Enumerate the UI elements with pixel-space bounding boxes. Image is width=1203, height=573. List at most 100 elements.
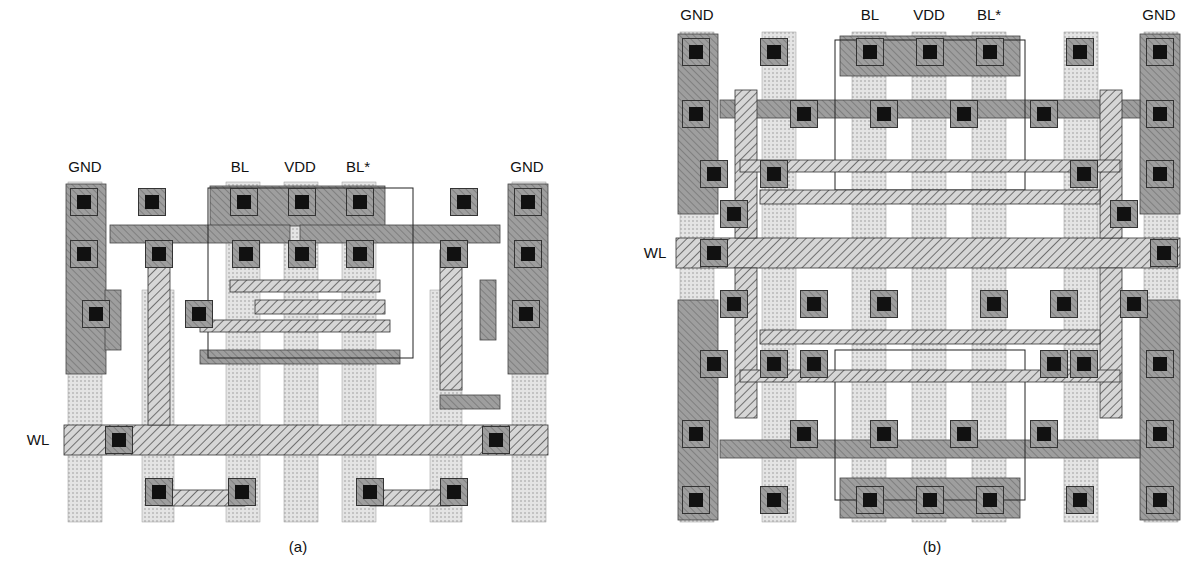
contacts-part [347,241,374,268]
polysilicon-part [148,255,170,425]
contacts-part [513,301,540,328]
cell-outline [208,188,413,358]
contacts-part [791,421,818,448]
polysilicon-part [230,280,380,292]
contacts-part [1031,101,1058,128]
metal-part [720,100,1140,118]
contacts-part [981,291,1008,318]
contacts-part [761,161,788,188]
contacts-part [146,479,173,506]
metal-part [110,225,290,243]
contacts-part [1111,201,1138,228]
polysilicon-part [440,250,462,390]
contacts-part [761,351,788,378]
metal-part [200,350,400,364]
rail-label: VDD [284,158,316,176]
contacts-part [71,241,98,268]
metal-part [440,395,500,409]
polysilicon-part [200,320,390,332]
contacts-part [1121,291,1148,318]
contacts-part [289,189,316,216]
contacts-part [1147,351,1174,378]
contacts-part [683,101,710,128]
contacts-part [451,189,478,216]
metal-part [1140,300,1180,520]
contacts-part [515,241,542,268]
signal-label: BL [861,6,879,24]
contacts-part [186,301,213,328]
contacts-part [106,427,133,454]
contacts-part [1147,39,1174,66]
polysilicon-part [676,238,1180,268]
contacts-part [515,189,542,216]
rail-label: VDD [913,6,945,24]
contacts-part [1151,240,1178,267]
metal-part [210,186,385,226]
contacts-part [871,101,898,128]
contacts-part [231,189,258,216]
contacts-part [483,427,510,454]
contacts-part [977,39,1004,66]
polysilicon-part [760,190,1100,204]
contacts-part [1147,161,1174,188]
contacts-part [1071,161,1098,188]
contacts-part [791,101,818,128]
contacts-part [357,479,384,506]
contacts-part [1147,101,1174,128]
polysilicon [676,90,1180,418]
contacts-part [347,189,374,216]
rail-label: GND [68,158,101,176]
contacts-part [229,479,256,506]
contacts-part [1147,487,1174,514]
contacts-part [83,301,110,328]
polysilicon-part [64,425,548,455]
contacts-part [871,421,898,448]
metal-part [508,184,548,374]
sram-layout-a [64,182,548,522]
signal-label: WL [644,244,667,262]
polysilicon [64,250,548,506]
diffusion [680,32,1178,522]
rail-label: GND [1142,6,1175,24]
contacts-part [289,241,316,268]
contacts-part [857,487,884,514]
contacts-part [951,421,978,448]
contacts-part [441,241,468,268]
signal-label: BL* [977,6,1001,24]
contacts-part [683,421,710,448]
rail-label: GND [510,158,543,176]
contacts-part [871,291,898,318]
contacts-part [1147,421,1174,448]
contacts-part [951,101,978,128]
figure-label: (b) [923,538,941,556]
contacts-part [233,241,260,268]
contacts-part [441,479,468,506]
contacts-part [977,487,1004,514]
contacts-part [701,161,728,188]
metal-part [840,36,1020,76]
contacts-part [761,487,788,514]
signal-label: BL* [346,158,370,176]
contacts-part [701,240,728,267]
figure-label: (a) [289,538,307,556]
metal [66,184,548,409]
metal-part [840,478,1020,518]
polysilicon-part [760,330,1100,344]
metal-part [1140,34,1180,214]
contacts-part [801,291,828,318]
contacts-part [917,39,944,66]
contacts-part [701,351,728,378]
contacts-part [917,487,944,514]
contacts [71,189,542,506]
metal-part [300,225,500,243]
contacts-part [1067,39,1094,66]
contacts-part [721,291,748,318]
metal-part [720,440,1140,458]
contacts-part [1051,291,1078,318]
contacts-part [857,39,884,66]
contacts-part [1071,351,1098,378]
metal-part [678,300,718,520]
contacts-part [1031,421,1058,448]
